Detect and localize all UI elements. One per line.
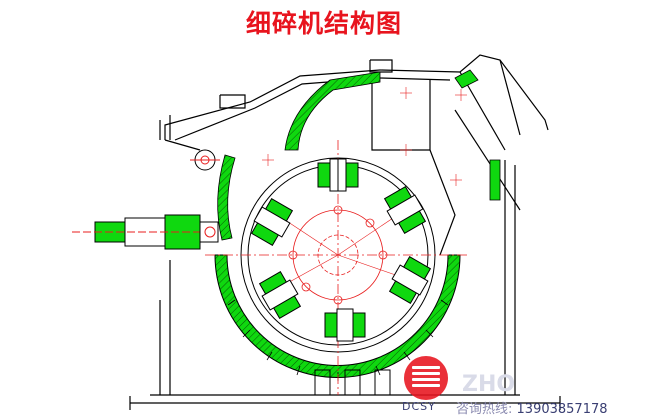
rotor-bolts	[288, 205, 388, 305]
diagram-title: 细碎机结构图	[245, 9, 402, 38]
adjusting-mechanism	[72, 214, 219, 250]
brand-logo-icon	[404, 356, 448, 400]
hammer-lower-right	[388, 255, 432, 305]
brand-name: DCSY	[402, 400, 436, 413]
inlet-liner	[454, 69, 479, 89]
hotline-number: 13903857178	[516, 402, 608, 417]
housing-outline	[159, 54, 549, 256]
hammer-upper-left	[250, 197, 294, 247]
left-liner	[217, 154, 236, 241]
construction-marks	[262, 87, 467, 186]
watermark-text: ZHO	[462, 372, 516, 397]
hammer-lower-left	[258, 270, 302, 320]
top-liner	[284, 71, 381, 151]
support-legs	[314, 369, 391, 396]
hotline-label: 咨询热线:	[456, 402, 513, 417]
rotor-radial-lines	[269, 209, 411, 291]
hammer-top	[317, 158, 359, 192]
pivot	[190, 149, 220, 171]
hammer-bottom	[324, 308, 366, 342]
hotline: 咨询热线: 13903857178	[456, 398, 608, 417]
hammer-upper-right	[383, 185, 427, 235]
right-liner	[489, 159, 501, 201]
